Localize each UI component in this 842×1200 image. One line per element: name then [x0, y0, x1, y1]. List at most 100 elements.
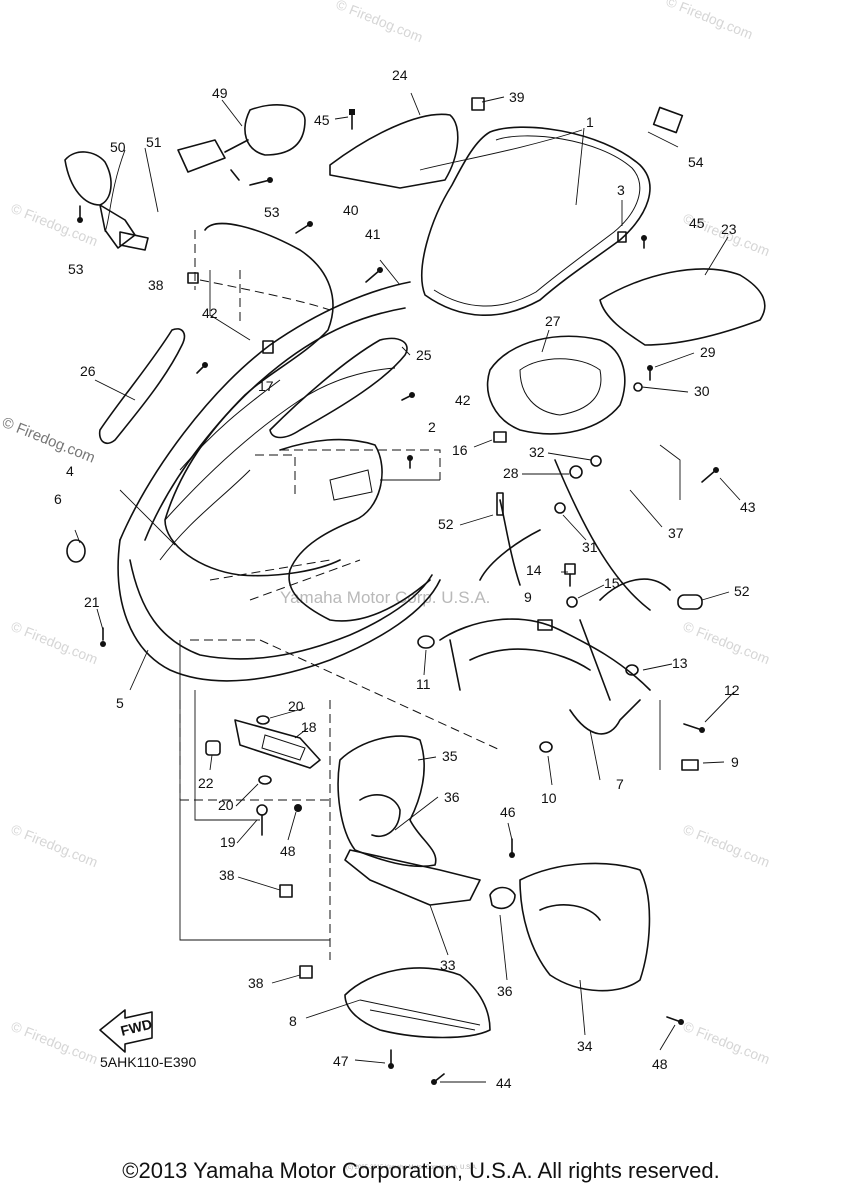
callout: 39: [509, 89, 525, 105]
callout: 41: [365, 226, 381, 242]
lens: [66, 539, 86, 563]
callout: 48: [280, 843, 296, 859]
tiny-copyright-note: (c) 2005-2015 Yamaha Motor Corporation, …: [346, 1165, 478, 1171]
watermark: © Firedog.com: [664, 0, 755, 42]
callout: 11: [416, 676, 431, 692]
callout: 5: [116, 695, 124, 711]
callout: 52: [438, 516, 454, 532]
pin: [496, 492, 504, 516]
upper-cowl: [117, 222, 441, 682]
watermark: © Firedog.com: [9, 618, 100, 667]
washer: [256, 715, 270, 725]
nut: [279, 884, 293, 898]
meter-bracket: [486, 335, 626, 435]
callout: 4: [66, 463, 74, 479]
callout: 9: [524, 589, 532, 605]
bolt: [100, 627, 106, 647]
watermark: © Firedog.com: [9, 821, 100, 870]
callout: 34: [577, 1038, 593, 1054]
callout: 30: [694, 383, 710, 399]
bolt: [564, 563, 576, 587]
bolt: [641, 235, 647, 249]
grommet: [554, 502, 566, 514]
callouts: 1 2 3 4 5 6 7 8 9 9 10 11 12 13 14 15 16…: [54, 67, 756, 1091]
washer: [258, 775, 272, 785]
grommet: [633, 382, 643, 392]
bolt: [295, 221, 313, 234]
callout: 24: [392, 67, 408, 83]
callout: 1: [586, 114, 594, 130]
bolt: [196, 362, 208, 374]
nut: [262, 340, 274, 354]
callout: 35: [442, 748, 458, 764]
watermark: © Firedog.com: [681, 618, 772, 667]
bolt: [683, 723, 705, 733]
callout: 45: [314, 112, 330, 128]
nut: [493, 431, 507, 443]
part-code: 5AHK110-E390: [100, 1054, 197, 1070]
callout: 22: [198, 775, 214, 791]
nut: [187, 272, 199, 284]
callout: 6: [54, 491, 62, 507]
bolt: [365, 267, 383, 283]
bolt: [77, 205, 83, 223]
windscreen: [421, 126, 651, 316]
grommet: [205, 740, 221, 756]
callout: 43: [740, 499, 756, 515]
bolt: [249, 177, 273, 186]
copyright-footer: ©2013 Yamaha Motor Corporation, U.S.A. A…: [122, 1158, 720, 1183]
callout: 42: [455, 392, 471, 408]
side-panels: [98, 328, 408, 445]
callout: 47: [333, 1053, 349, 1069]
callout: 21: [84, 594, 100, 610]
callout: 38: [248, 975, 264, 991]
callout: 53: [68, 261, 84, 277]
lower-bracket: [344, 967, 491, 1039]
watermark: © Firedog.com: [9, 200, 100, 249]
callout: 7: [616, 776, 624, 792]
callout: 29: [700, 344, 716, 360]
nut: [537, 619, 553, 631]
callout: 2: [428, 419, 436, 435]
center-watermark: Yamaha Motor Corp. U.S.A.: [280, 588, 490, 607]
callout: 46: [500, 804, 516, 820]
cowling-stay: [439, 459, 671, 735]
callout: 54: [688, 154, 704, 170]
grommet: [590, 455, 602, 467]
inner-panel: [279, 438, 431, 622]
grommet: [625, 664, 639, 676]
callout: 28: [503, 465, 519, 481]
callout: 33: [440, 957, 456, 973]
assembly-lines: [179, 230, 681, 960]
callout: 27: [545, 313, 561, 329]
callout: 12: [724, 682, 740, 698]
callout: 14: [526, 562, 542, 578]
callout: 23: [721, 221, 737, 237]
callout: 32: [529, 444, 545, 460]
bolt: [230, 169, 240, 181]
callout: 26: [80, 363, 96, 379]
callout: 13: [672, 655, 688, 671]
callout: 20: [288, 698, 304, 714]
watermark: © Firedog.com: [681, 1018, 772, 1067]
bolt: [388, 1049, 394, 1069]
bolt: [617, 231, 627, 243]
callout: 53: [264, 204, 280, 220]
nut: [294, 804, 302, 812]
bolt: [401, 392, 415, 401]
watermark: © Firedog.com: [9, 1018, 100, 1067]
grommet: [539, 741, 553, 753]
bolt: [666, 1016, 684, 1025]
callout: 3: [617, 182, 625, 198]
callout: 25: [416, 347, 432, 363]
callout: 19: [220, 834, 236, 850]
bolt: [431, 1073, 445, 1085]
callout: 50: [110, 139, 126, 155]
bolt: [701, 467, 719, 483]
bolt: [407, 455, 413, 469]
duct-cover: [234, 719, 321, 769]
callout: 40: [343, 202, 359, 218]
callout: 15: [604, 575, 620, 591]
callout: 52: [734, 583, 750, 599]
